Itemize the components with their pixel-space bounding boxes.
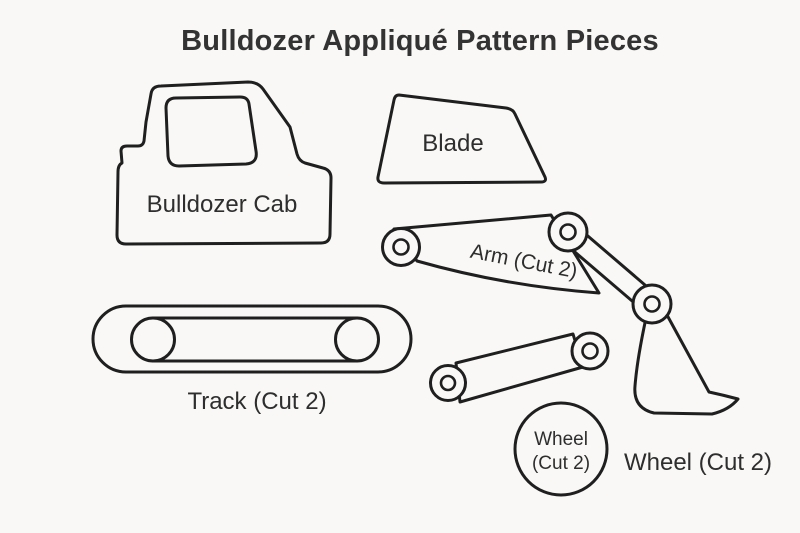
track-roller-left [130,316,176,363]
wheel-piece: Wheel (Cut 2) [513,401,609,497]
lift-arm-pivot-right-hole [581,342,599,360]
wheel-piece-label-line2: (Cut 2) [532,453,590,474]
cab-piece: Bulldozer Cab [115,80,333,246]
blade-label: Blade [422,130,483,157]
track-piece: Track (Cut 2) [91,304,413,415]
wheel-piece-label-line1: Wheel [534,429,588,450]
arm-pivot-bucket-hole [643,295,661,313]
cab-window [164,95,258,168]
wheel-caption: Wheel (Cut 2) [624,449,772,476]
lift-arm-bar [454,332,585,404]
lift-arm-pivot-left-hole [439,374,457,392]
lift-arm-piece [429,331,610,404]
arm-piece: Arm (Cut 2) [381,211,740,416]
wheel-circle [513,401,609,497]
track-label: Track (Cut 2) [187,388,326,415]
cab-label: Bulldozer Cab [147,191,298,218]
arm-pivot-top-hole [559,223,577,241]
track-roller-right [334,316,380,363]
bucket-shape [633,313,740,416]
page-title: Bulldozer Appliqué Pattern Pieces [181,25,659,57]
arm-pivot-left-hole [392,238,410,256]
blade-outline [376,93,547,185]
blade-piece: Blade [376,93,547,185]
track-outer [91,304,413,374]
